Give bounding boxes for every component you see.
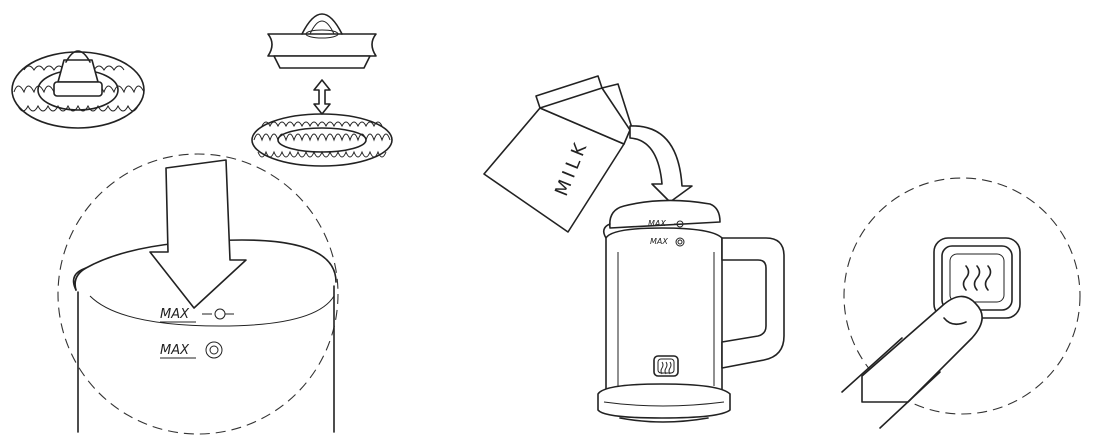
max-label-no-whisk: MAX [160,343,190,358]
detail-circle-levels [57,153,339,435]
detail-circle-button [843,177,1081,415]
whisk-level-icon [214,308,226,320]
frother-power-button[interactable] [653,355,679,377]
whisk-assembled [11,50,145,129]
max-mark-without-whisk: MAX [160,341,223,359]
max-mark-with-whisk: MAX [160,307,234,323]
milk-frother: MAX MAX [597,199,785,423]
pressing-finger [841,295,983,429]
no-whisk-level-icon [205,341,223,359]
panel-press-button [841,177,1081,429]
max-label-whisk: MAX [160,307,190,322]
magnetic-disc [267,13,377,69]
whisk-spring [251,113,393,167]
pour-curve-arrow [629,125,693,203]
panel-whisk-assembly: MAX MAX [11,13,393,435]
pour-down-arrow [149,159,247,309]
jug-max-label-no-whisk: MAX [650,237,668,246]
milk-carton: MILK [483,75,633,233]
steam-icon [962,265,992,291]
assembly-double-arrow [313,79,331,115]
jug-max-label-whisk: MAX [648,219,666,228]
panel-pour-milk: MILK MAX MAX [483,75,785,423]
